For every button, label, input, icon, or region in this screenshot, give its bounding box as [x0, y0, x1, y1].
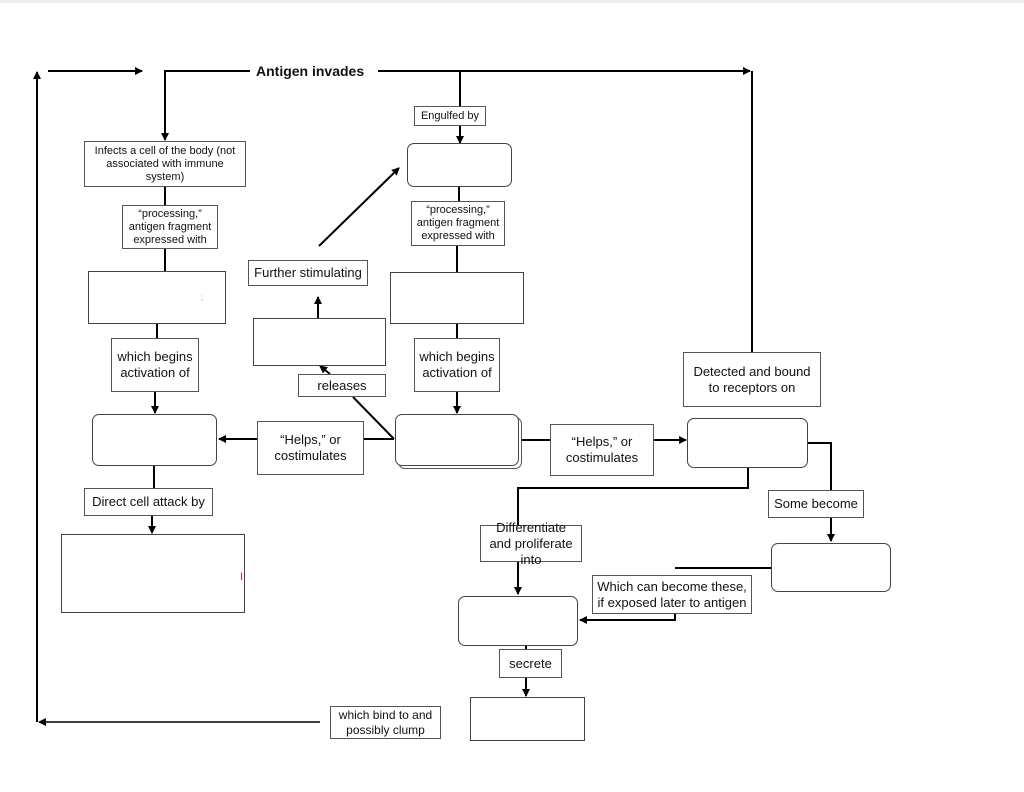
blank-box-left-activated-cell[interactable]	[92, 414, 217, 466]
title-antigen-invades: Antigen invades	[252, 62, 369, 80]
label-some-become: Some become	[768, 490, 864, 518]
blank-box-released-substance[interactable]	[253, 318, 386, 366]
blank-box-left-marker[interactable]	[88, 271, 226, 324]
blank-box-engulfing-cell[interactable]	[407, 143, 512, 187]
label-differentiate: Differentiate and proliferate into	[480, 520, 582, 567]
label-begins-right: which begins activation of	[414, 338, 500, 392]
label-infects-cell: Infects a cell of the body (not associat…	[84, 141, 246, 187]
label-further-stimulating: Further stimulating	[248, 260, 368, 286]
label-processing-left: “processing,” antigen fragment expressed…	[122, 205, 218, 249]
label-detected-bound: Detected and bound to receptors on	[683, 352, 821, 407]
label-begins-left: which begins activation of	[111, 338, 199, 392]
top-divider	[0, 0, 1024, 3]
label-engulfed-by: Engulfed by	[414, 106, 486, 126]
blank-box-right-activated-cell[interactable]	[687, 418, 808, 468]
blank-box-secreted-product[interactable]	[470, 697, 585, 741]
label-which-bind: which bind to and possibly clump	[330, 706, 441, 739]
label-which-can-become: Which can become these, if exposed later…	[592, 575, 752, 614]
label-processing-right: “processing,” antigen fragment expressed…	[411, 201, 505, 246]
blank-box-plasma-cell[interactable]	[458, 596, 578, 646]
blank-box-right-marker[interactable]	[390, 272, 524, 324]
blank-box-helper-cell[interactable]	[395, 414, 519, 466]
blank-box-memory-cell[interactable]	[771, 543, 891, 592]
label-secrete: secrete	[499, 649, 562, 678]
stray-mark-gray: ;	[201, 293, 204, 302]
label-helps-left: “Helps,” or costimulates	[257, 421, 364, 475]
label-helps-right: “Helps,” or costimulates	[550, 424, 654, 476]
label-releases: releases	[298, 374, 386, 397]
blank-box-attacking-cell[interactable]	[61, 534, 245, 613]
label-direct-attack: Direct cell attack by	[84, 488, 213, 516]
stray-mark-red: I	[240, 571, 244, 583]
